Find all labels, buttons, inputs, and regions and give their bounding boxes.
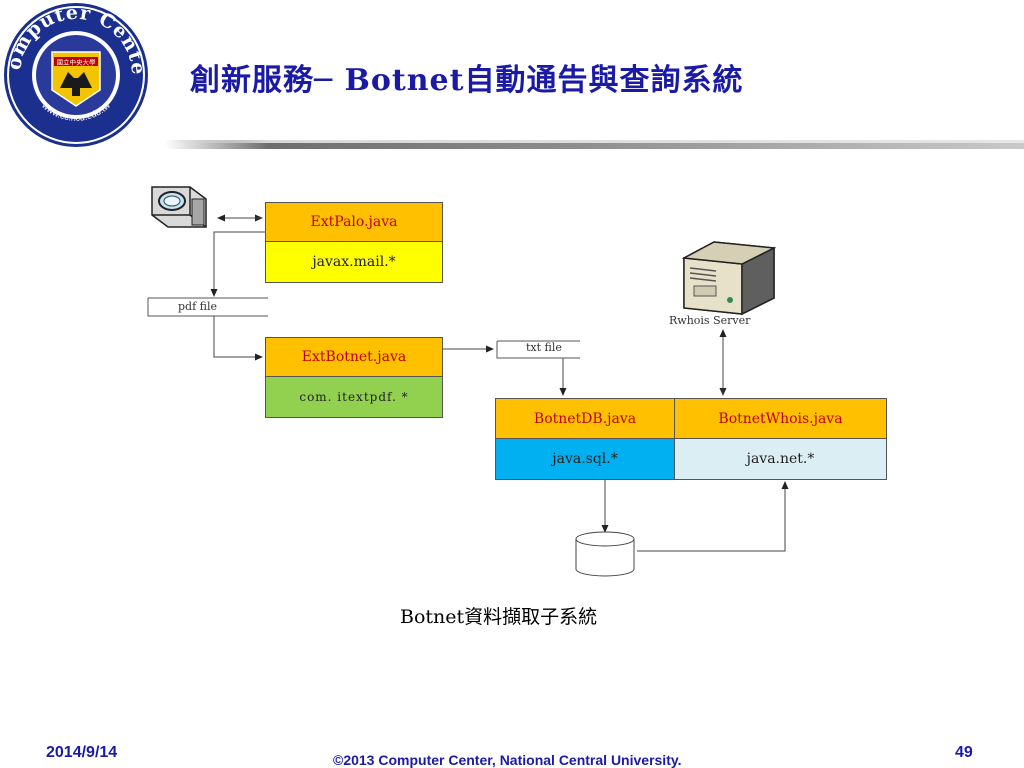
title-underline-highlight (165, 140, 1024, 143)
extbotnet-class-box: ExtBotnet.java (265, 337, 443, 377)
extpalo-class-box: ExtPalo.java (265, 202, 443, 242)
server-icon (681, 241, 776, 316)
connector-pdf-extbotnet (213, 316, 263, 361)
txt-file-label: txt file (526, 341, 562, 354)
botnetdb-class-box: BotnetDB.java (495, 398, 675, 439)
itextpdf-library-box: com. itextpdf. * (265, 376, 443, 418)
footer-date: 2014/9/14 (46, 744, 118, 761)
connector-database-botnetwhois (637, 481, 789, 552)
rwhois-server-label: Rwhois Server (669, 314, 751, 327)
java-net-library-box: java.net.* (674, 438, 887, 480)
botnetwhois-class-box: BotnetWhois.java (674, 398, 887, 439)
diagram-caption: Botnet資料擷取子系統 (400, 606, 598, 628)
java-sql-library-box: java.sql.* (495, 438, 675, 480)
computer-center-logo: Computer Center www.cc.ncu.edu.tw 國立中央大學 (2, 2, 148, 147)
page-number: 49 (955, 744, 973, 761)
slide-title: 創新服務─ Botnet自動通告與查詢系統 (190, 63, 744, 98)
scanner-icon (151, 186, 207, 228)
database-icon (575, 531, 635, 577)
title-underline (165, 140, 1024, 149)
svg-text:國立中央大學: 國立中央大學 (57, 58, 97, 67)
footer-copyright: ©2013 Computer Center, National Central … (333, 752, 682, 768)
pdf-file-label: pdf file (178, 300, 218, 313)
javax-mail-library-box: javax.mail.* (265, 241, 443, 283)
connector-extpalo-pdf (210, 231, 265, 297)
